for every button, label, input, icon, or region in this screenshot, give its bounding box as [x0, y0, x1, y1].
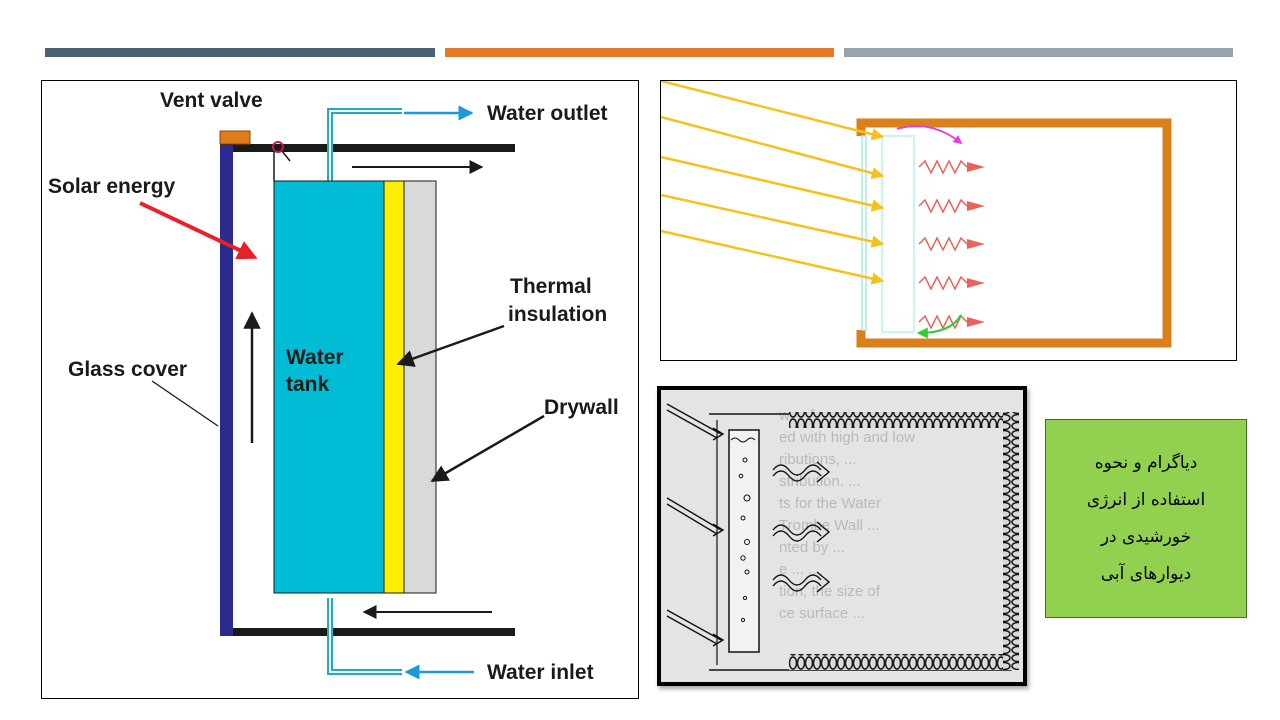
caption-line: خورشیدی در — [1100, 526, 1192, 547]
sun-ray — [660, 115, 885, 180]
scanned-sketch-diagram: ws of maximum ed with high and low ribut… — [657, 386, 1027, 686]
convection-top-arrow — [896, 125, 963, 145]
label-solar-energy: Solar energy — [48, 175, 176, 198]
radiation-svg — [660, 79, 1172, 348]
label-water-outlet: Water outlet — [487, 102, 608, 125]
water-wall-diagram: Vent valve Water outlet Solar energy The… — [41, 80, 639, 699]
sketch-heat-arrows — [772, 461, 831, 593]
caption-line: استفاده از انرژی — [1086, 489, 1206, 510]
drywall-leader — [430, 414, 545, 483]
svg-text:tion, the size of: tion, the size of — [779, 583, 881, 600]
convection-bottom-arrow — [916, 314, 962, 339]
heat-wave — [918, 159, 985, 175]
scanned-sketch-svg: ws of maximum ed with high and low ribut… — [661, 390, 1023, 682]
sketch-water-wall — [728, 429, 760, 653]
label-drywall: Drywall — [544, 396, 619, 419]
label-water-tank-line2: tank — [286, 373, 330, 396]
top-bar-orange — [445, 48, 834, 57]
drywall-layer — [403, 180, 437, 594]
label-water-inlet: Water inlet — [487, 661, 594, 684]
svg-text:Trombe Wall ...: Trombe Wall ... — [779, 517, 880, 534]
svg-text:ributions, ...: ributions, ... — [779, 451, 857, 468]
sketch-sun-arrows — [666, 403, 725, 647]
heat-wave — [918, 198, 985, 214]
glazing — [861, 135, 867, 331]
vent-valve — [219, 130, 251, 145]
label-thermal-line1: Thermal — [510, 275, 592, 298]
sketch-insulation-right — [1003, 412, 1019, 670]
glass-cover-leader — [151, 380, 219, 427]
caption-text: دیاگرام و نحوه استفاده از انرژی خورشیدی … — [1056, 445, 1236, 593]
caption-line: دیوارهای آبی — [1100, 563, 1192, 584]
svg-text:ed with high and low: ed with high and low — [779, 429, 915, 446]
sketch-insulation-top — [789, 412, 1009, 428]
heat-wave — [918, 314, 985, 330]
sketch-bubbles — [738, 457, 751, 623]
sun-ray — [660, 79, 885, 141]
room-frame — [856, 118, 1172, 348]
glass-cover — [220, 145, 233, 636]
svg-text:ts for the Water: ts for the Water — [779, 495, 881, 512]
label-vent-valve: Vent valve — [160, 89, 263, 112]
solar-energy-arrow — [139, 201, 258, 260]
top-pipe — [220, 144, 515, 152]
label-water-tank-line1: Water — [286, 346, 344, 369]
sketch-insulation-bottom — [789, 654, 1009, 670]
sun-ray — [660, 155, 885, 212]
insulation-leader — [396, 324, 505, 367]
water-wall — [881, 135, 915, 333]
heat-wave — [918, 236, 985, 252]
water-tank — [273, 180, 385, 594]
svg-text:stribution. ...: stribution. ... — [779, 473, 861, 490]
water-wall-svg: Vent valve Water outlet Solar energy The… — [48, 89, 619, 684]
radiation-diagram — [660, 79, 1237, 361]
sun-ray — [660, 193, 885, 248]
vent-valve-knob — [272, 141, 284, 153]
thermal-insulation-layer — [383, 180, 405, 594]
caption-box: دیاگرام و نحوه استفاده از انرژی خورشیدی … — [1045, 419, 1247, 618]
heat-wave — [918, 275, 985, 291]
top-bar-dark — [45, 48, 435, 57]
bottom-pipe — [220, 628, 515, 636]
svg-text:nted by ...: nted by ... — [779, 539, 845, 556]
label-thermal-line2: insulation — [508, 303, 607, 326]
sun-ray — [660, 229, 885, 285]
svg-text:ce surface ...: ce surface ... — [779, 605, 865, 622]
label-glass-cover: Glass cover — [68, 358, 187, 381]
top-bar-gray — [844, 48, 1233, 57]
svg-text:e ... ...: e ... ... — [779, 561, 821, 578]
caption-line: دیاگرام و نحوه — [1094, 452, 1198, 473]
